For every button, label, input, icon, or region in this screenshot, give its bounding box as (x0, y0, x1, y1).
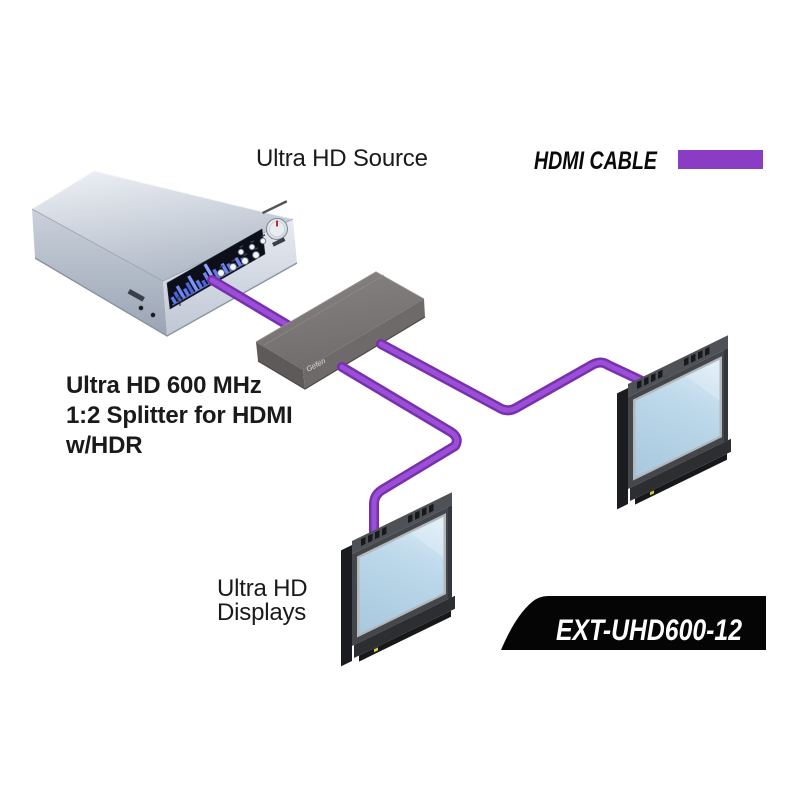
receiver-jack (149, 311, 157, 319)
model-badge-shape (501, 596, 766, 650)
legend: HDMI CABLE (534, 147, 763, 175)
source-device (31, 170, 298, 337)
label-splitter-line1: Ultra HD 600 MHz (66, 372, 262, 399)
hdmi-cable-splitter-to-display-1 (376, 339, 647, 416)
label-displays-line2: Displays (217, 599, 307, 626)
receiver-top-face (32, 171, 293, 281)
display-screen (359, 516, 444, 634)
splitter-device: Gefen (255, 271, 426, 390)
display-base (630, 438, 731, 502)
splitter-top-face (256, 272, 424, 370)
display-vents (361, 503, 434, 547)
receiver-volume-knob (261, 200, 288, 247)
receiver-left-face (32, 209, 167, 336)
display-base (354, 595, 455, 659)
display-top-face (628, 335, 728, 397)
legend-label: HDMI CABLE (534, 147, 658, 175)
label-ultra-hd-source: Ultra HD Source (256, 145, 428, 172)
label-displays-line1: Ultra HD (217, 575, 308, 602)
splitter-front-face (303, 299, 425, 389)
display-vents (637, 346, 710, 390)
display-2 (341, 492, 455, 667)
headphone-icon (177, 296, 183, 306)
display-side-panel (617, 388, 628, 510)
receiver-left-face-details (127, 288, 183, 319)
splitter-end-face (256, 342, 305, 389)
display-screen (635, 359, 720, 477)
label-splitter-line3: w/HDR (66, 432, 143, 459)
model-badge: EXT-UHD600-12 (501, 596, 766, 650)
display-side-panel (341, 545, 352, 667)
display-1 (617, 335, 731, 510)
model-badge-text: EXT-UHD600-12 (556, 614, 742, 647)
display-led (374, 647, 378, 653)
label-splitter-line2: 1:2 Splitter for HDMI (66, 402, 293, 429)
hdmi-cable-splitter-to-display-2 (337, 362, 462, 538)
label-ultra-hd-displays: Ultra HD Displays (217, 575, 308, 626)
legend-cable-swatch (678, 150, 763, 169)
display-led (650, 490, 654, 496)
display-top-face (352, 492, 452, 554)
hdmi-cable-source-to-splitter (207, 275, 301, 335)
receiver-jack (137, 304, 145, 312)
label-splitter: Ultra HD 600 MHz 1:2 Splitter for HDMI w… (66, 371, 293, 461)
